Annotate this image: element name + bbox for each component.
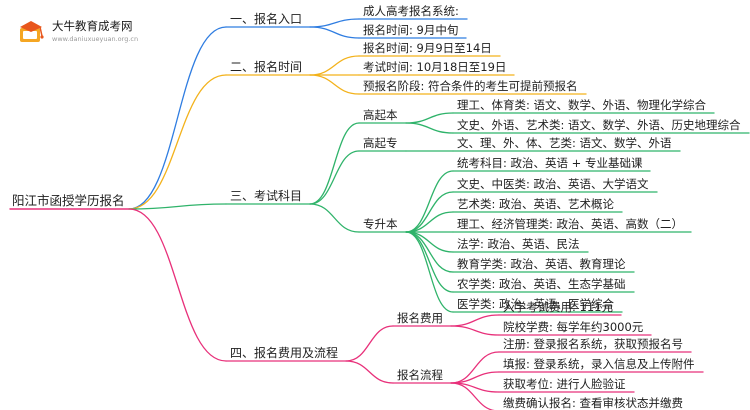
connector-leaf-step-pay: [450, 382, 497, 410]
leaf-step-seat: 获取考位: 进行人脸验证: [503, 377, 626, 391]
node-registration-process: 报名流程: [397, 368, 443, 382]
node-high-to-college: 高起专: [363, 136, 398, 150]
connector-branch-registration-time: [128, 74, 227, 210]
connector-leaf-unified-subjects: [405, 170, 454, 233]
connector-leaf-registration-period: [309, 26, 360, 39]
brand-url: www.daniuxueyuan.org.cn: [52, 35, 139, 43]
node-registration-fees: 报名费用: [397, 311, 443, 325]
leaf-art: 艺术类: 政治、英语、艺术概论: [457, 197, 615, 211]
connector-node-college-to-bachelor: [309, 203, 360, 233]
connector-leaf-education: [405, 231, 454, 273]
leaf-exam-fee: 入学考试费用: 111元: [503, 300, 613, 314]
graduation-cap-icon: [20, 21, 44, 42]
leaf-education: 教育学类: 政治、英语、教育理论: [457, 257, 626, 271]
connector-leaf-step-register: [450, 351, 500, 384]
connector-leaf-art: [405, 211, 454, 233]
leaf-all-categories: 文、理、外、体、艺类: 语文、数学、外语: [457, 136, 672, 150]
leaf-registration-period: 报名时间: 9月中旬: [363, 23, 459, 37]
leaf-pre-registration: 预报名阶段: 符合条件的考生可提前预报名: [363, 79, 578, 93]
connector-leaf-literature-medicine: [405, 191, 454, 233]
connector-branch-registration-entry: [128, 26, 227, 210]
connector-node-registration-fees: [345, 325, 394, 362]
leaf-step-fill: 填报: 登录系统，录入信息及上传附件: [503, 357, 695, 371]
leaf-literature-medicine: 文史、中医类: 政治、英语、大学语文: [457, 177, 649, 191]
connector-node-high-to-bachelor: [309, 122, 360, 205]
leaf-medicine: 医学类: 政治、英语、医学综合: [457, 297, 615, 311]
node-high-to-bachelor: 高起本: [363, 108, 398, 122]
connector-leaf-pre-registration: [309, 74, 360, 95]
leaf-step-register: 注册: 登录报名系统，获取预报名号: [503, 337, 684, 351]
brand-logo: 大牛教育成考网 www.daniuxueyuan.org.cn: [18, 14, 198, 50]
connector-branch-exam-subjects: [128, 203, 227, 210]
branch-registration-entry: 一、报名入口: [230, 12, 303, 26]
leaf-registration-system: 成人高考报名系统:: [363, 4, 459, 18]
node-college-to-bachelor: 专升本: [363, 217, 398, 231]
connector-branch-fees-and-process: [128, 208, 227, 362]
connector-leaf-tuition: [450, 325, 500, 336]
connector-node-registration-process: [345, 360, 394, 384]
leaf-agriculture: 农学类: 政治、英语、生态学基础: [457, 277, 626, 291]
root-node: 阳江市函授学历报名: [12, 193, 125, 208]
connector-leaf-registration-system: [309, 18, 360, 28]
connector-leaf-arts-language: [405, 122, 454, 134]
branch-fees-and-process: 四、报名费用及流程: [230, 346, 339, 360]
connector-leaf-registration-date: [309, 55, 360, 76]
leaf-exam-date: 考试时间: 10月18日至19日: [363, 60, 507, 74]
connector-leaf-medicine: [405, 231, 454, 313]
branch-exam-subjects: 三、考试科目: [230, 189, 303, 203]
leaf-step-pay: 缴费确认报名: 查看审核状态并缴费: [503, 396, 684, 410]
connector-leaf-science-pe: [405, 112, 454, 124]
connector-leaf-agriculture: [405, 231, 454, 293]
leaf-science-economics: 理工、经济管理类: 政治、英语、高数（二）: [457, 217, 684, 231]
leaf-unified-subjects: 统考科目: 政治、英语 + 专业基础课: [457, 156, 643, 170]
branch-registration-time: 二、报名时间: [230, 60, 303, 74]
leaf-law: 法学: 政治、英语、民法: [457, 237, 580, 251]
leaf-science-pe: 理工、体育类: 语文、数学、外语、物理化学综合: [457, 98, 707, 112]
leaf-tuition: 院校学费: 每学年约3000元: [503, 320, 644, 334]
connector-leaf-exam-fee: [450, 314, 500, 327]
connector-node-high-to-college: [309, 150, 360, 205]
leaf-registration-date: 报名时间: 9月9日至14日: [363, 41, 492, 55]
brand-title: 大牛教育成考网: [52, 19, 133, 33]
leaf-arts-language: 文史、外语、艺术类: 语文、数学、外语、历史地理综合: [457, 118, 741, 132]
